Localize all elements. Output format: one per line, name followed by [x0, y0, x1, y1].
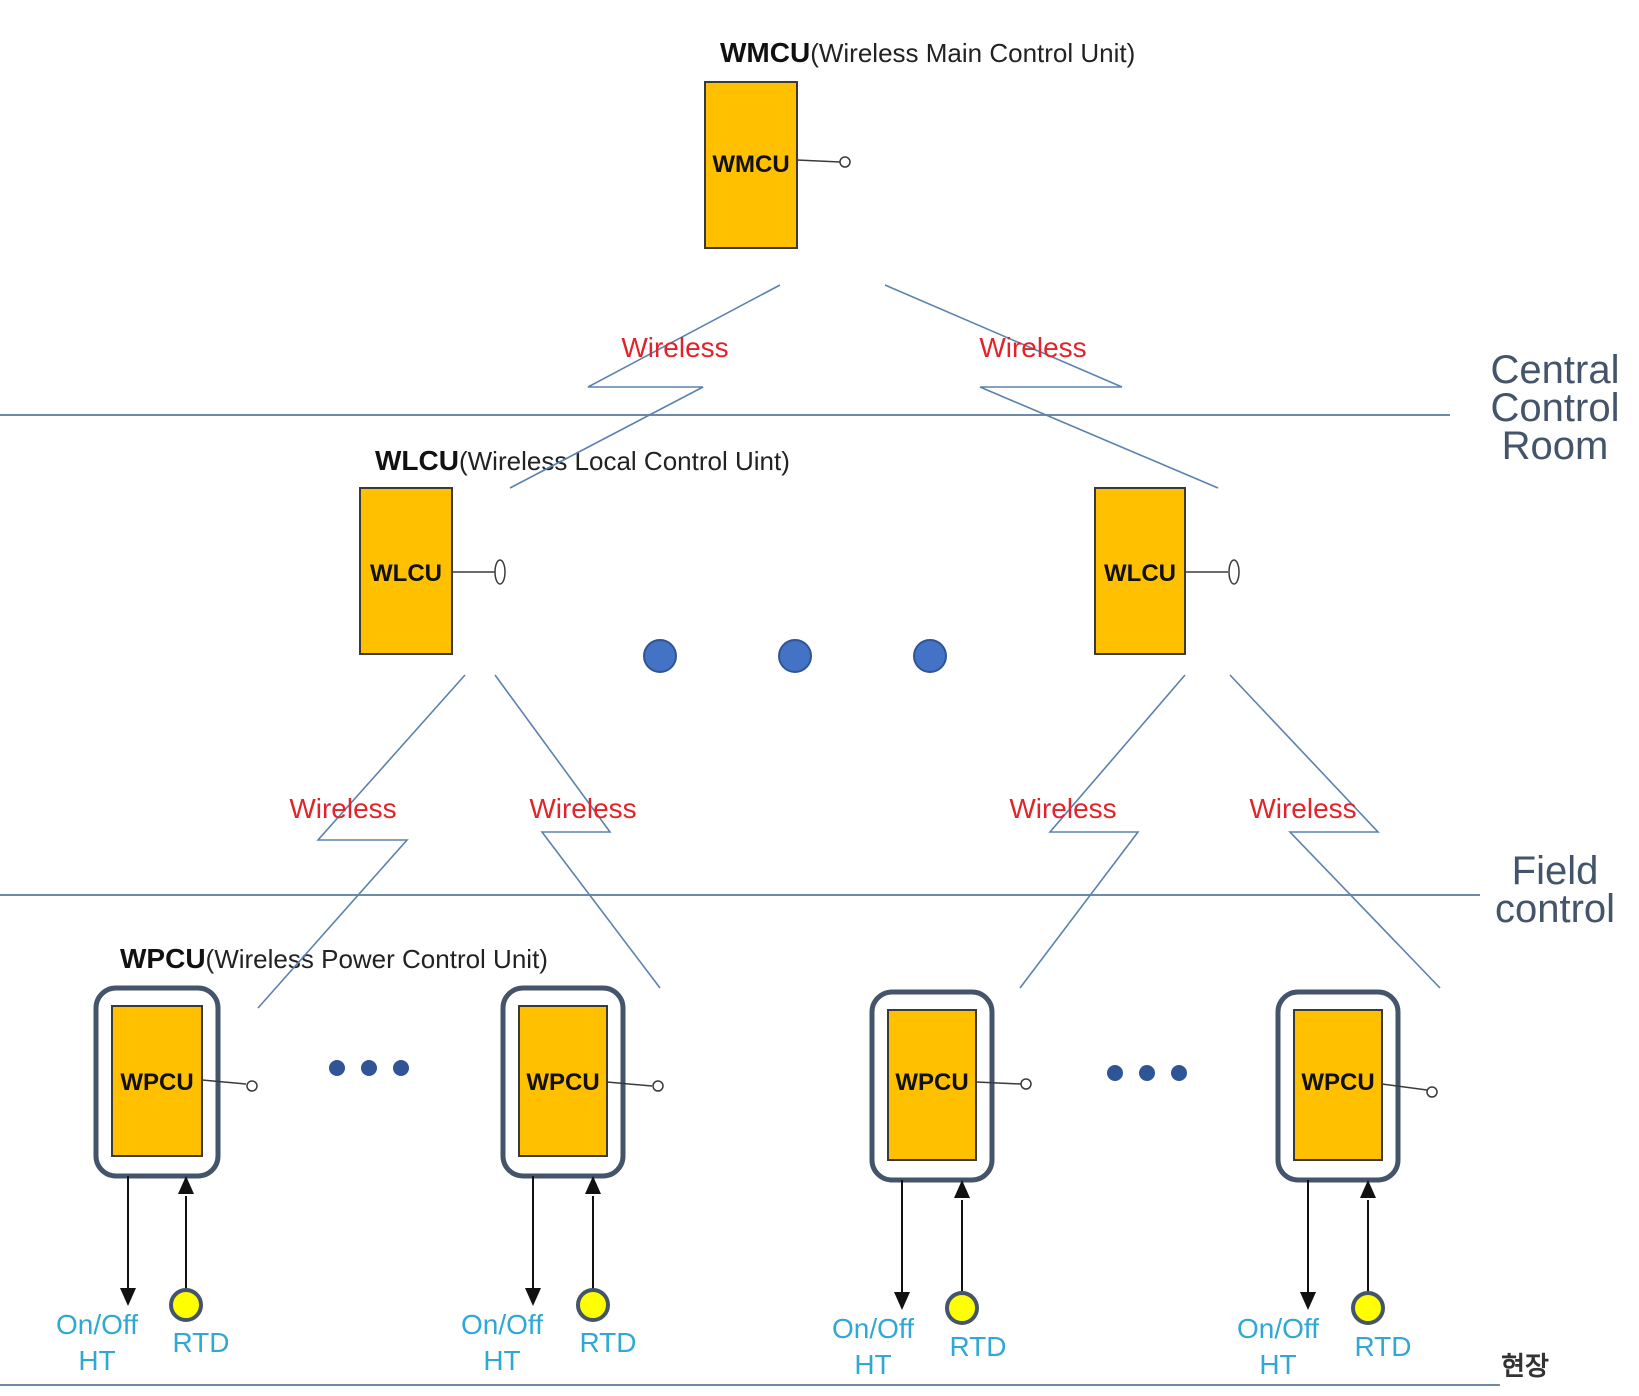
output-arrow-icon [525, 1288, 541, 1306]
antenna-icon [1426, 1086, 1438, 1098]
wpcu-ellipsis-left [329, 1060, 409, 1076]
wireless-link-bottom-4 [1229, 674, 1441, 989]
onoff-ht-label-line2: HT [483, 1345, 520, 1376]
input-arrow-icon [1360, 1180, 1376, 1198]
wpcu-unit-3: WPCU On/Off HT RTD [832, 989, 1032, 1380]
svg-text:WPCU: WPCU [895, 1069, 968, 1096]
wmcu-unit: WMCU [704, 81, 851, 249]
input-arrow-icon [954, 1180, 970, 1198]
rtd-label: RTD [949, 1331, 1006, 1362]
wpcu-ellipsis-right [1107, 1065, 1187, 1081]
svg-text:Central: Central [1491, 348, 1620, 392]
rtd-label: RTD [172, 1327, 229, 1358]
wlcu-ellipsis [643, 639, 947, 673]
onoff-ht-label-line2: HT [78, 1345, 115, 1376]
wlcu-unit-left: WLCU [359, 487, 506, 655]
rtd-sensor-icon [1351, 1291, 1385, 1325]
wireless-label-bottom-4: Wireless [1249, 793, 1356, 824]
wireless-label-bottom-3: Wireless [1009, 793, 1116, 824]
output-arrow-icon [894, 1292, 910, 1310]
local-site-label: 현장 [1501, 1351, 1549, 1381]
wireless-link-top-right [884, 284, 1219, 489]
wireless-link-bottom-3 [1019, 674, 1186, 989]
svg-text:Room: Room [1502, 424, 1609, 468]
svg-text:WPCU: WPCU [526, 1069, 599, 1096]
input-arrow-icon [178, 1176, 194, 1194]
antenna-icon [1020, 1078, 1032, 1090]
output-arrow-icon [120, 1288, 136, 1306]
rtd-sensor-icon [169, 1288, 203, 1322]
wpcu-unit-1: WPCU On/Off HT RTD [56, 985, 258, 1376]
wireless-link-bottom-1 [257, 674, 466, 1009]
antenna-icon [1228, 559, 1240, 585]
svg-text:control: control [1495, 887, 1615, 931]
svg-text:Field: Field [1512, 849, 1599, 893]
wpcu-unit-4: WPCU On/Off HT RTD [1237, 989, 1438, 1380]
onoff-ht-label: On/Off [56, 1309, 138, 1340]
rtd-sensor-icon [576, 1288, 610, 1322]
onoff-ht-label: On/Off [461, 1309, 543, 1340]
wireless-link-top-left [509, 284, 781, 489]
output-arrow-icon [1300, 1292, 1316, 1310]
wlcu-unit-right: WLCU [1094, 487, 1240, 655]
wlcu-heading: WLCU(Wireless Local Control Uint) [375, 445, 790, 476]
wireless-label-top-left: Wireless [621, 332, 728, 363]
antenna-icon [652, 1080, 664, 1092]
rtd-label: RTD [1354, 1331, 1411, 1362]
rtd-label: RTD [579, 1327, 636, 1358]
wpcu-heading: WPCU(Wireless Power Control Unit) [120, 943, 548, 974]
onoff-ht-label-line2: HT [854, 1349, 891, 1380]
antenna-icon [246, 1080, 258, 1092]
svg-text:WMCU: WMCU [712, 151, 789, 178]
field-control-label: Field control [1495, 849, 1615, 931]
wireless-link-bottom-2 [494, 674, 661, 989]
onoff-ht-label: On/Off [832, 1313, 914, 1344]
wmcu-heading: WMCU(Wireless Main Control Unit) [720, 37, 1135, 68]
rtd-sensor-icon [945, 1291, 979, 1325]
wireless-label-bottom-1: Wireless [289, 793, 396, 824]
svg-text:Control: Control [1491, 386, 1620, 430]
onoff-ht-label: On/Off [1237, 1313, 1319, 1344]
input-arrow-icon [585, 1176, 601, 1194]
svg-text:WPCU: WPCU [120, 1069, 193, 1096]
antenna-icon [494, 559, 506, 585]
svg-text:WLCU: WLCU [370, 560, 442, 587]
onoff-ht-label-line2: HT [1259, 1349, 1296, 1380]
svg-text:WPCU: WPCU [1301, 1069, 1374, 1096]
svg-text:WLCU: WLCU [1104, 560, 1176, 587]
wireless-label-bottom-2: Wireless [529, 793, 636, 824]
wireless-label-top-right: Wireless [979, 332, 1086, 363]
central-control-room-label: Central Control Room [1491, 348, 1620, 468]
antenna-icon [839, 156, 851, 168]
wpcu-unit-2: WPCU On/Off HT RTD [461, 985, 664, 1376]
